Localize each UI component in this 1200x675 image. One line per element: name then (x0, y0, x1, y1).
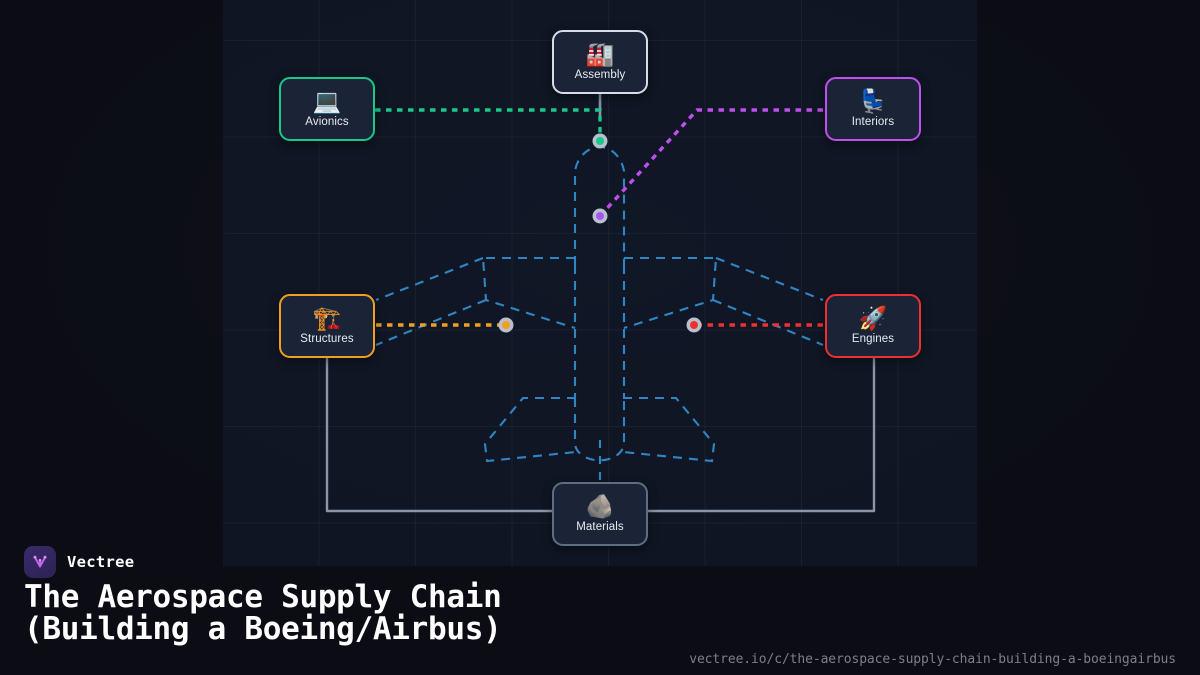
brand[interactable]: Vectree (24, 546, 134, 578)
node-label-structures: Structures (300, 333, 354, 345)
node-avionics[interactable]: 💻 Avionics (279, 77, 375, 141)
node-interiors[interactable]: 💺 Interiors (825, 77, 921, 141)
rocket-icon: 🚀 (858, 305, 888, 331)
node-label-engines: Engines (851, 333, 895, 345)
page-title: The Aerospace Supply Chain (Building a B… (24, 579, 502, 647)
endpoint-core-avionics (596, 137, 604, 145)
edge-interiors-assembly (598, 108, 823, 218)
node-label-avionics: Avionics (305, 116, 349, 128)
laptop-icon: 💻 (312, 88, 342, 114)
node-label-materials: Materials (576, 521, 624, 533)
node-label-interiors: Interiors (851, 116, 895, 128)
footer-bar: Vectree The Aerospace Supply Chain (Buil… (0, 546, 1200, 675)
rock-icon: 🪨 (585, 493, 615, 519)
wing-extension-lines (375, 257, 824, 346)
factory-icon: 🏭 (585, 41, 615, 67)
endpoint-core-engines (690, 321, 698, 329)
endpoint-core-interiors (596, 212, 604, 220)
node-materials[interactable]: 🪨 Materials (552, 482, 648, 546)
vectree-tree-icon (24, 546, 56, 578)
node-assembly[interactable]: 🏭 Assembly (552, 30, 648, 94)
edge-avionics-assembly (375, 108, 602, 141)
page-url: vectree.io/c/the-aerospace-supply-chain-… (689, 652, 1176, 667)
node-engines[interactable]: 🚀 Engines (825, 294, 921, 358)
edge-endpoint-dots[interactable] (498, 133, 702, 333)
endpoint-core-structures (502, 321, 510, 329)
crane-icon: 🏗️ (312, 305, 342, 331)
node-label-assembly: Assembly (574, 69, 626, 81)
seat-icon: 💺 (858, 88, 888, 114)
brand-name: Vectree (67, 553, 135, 571)
node-structures[interactable]: 🏗️ Structures (279, 294, 375, 358)
edge-materials-structures (325, 356, 554, 513)
edge-materials-engines (646, 356, 876, 513)
airplane-outline-icon (481, 145, 718, 482)
